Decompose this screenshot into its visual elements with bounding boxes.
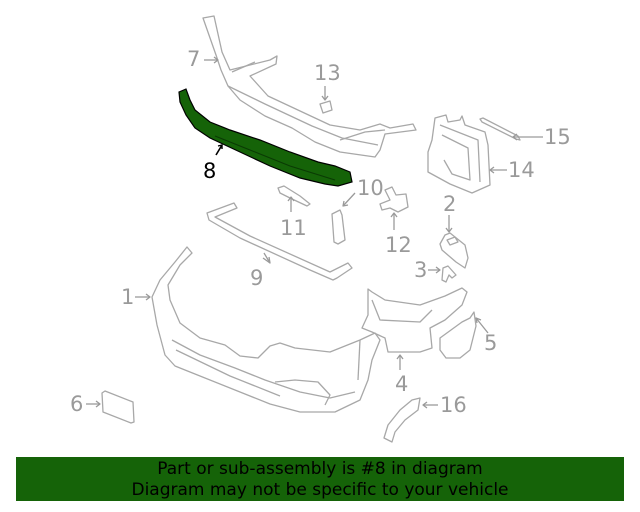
part-5-bracket[interactable] [439,311,477,359]
banner-line-disclaimer: Diagram may not be specific to your vehi… [131,480,509,500]
part-15-strip[interactable] [479,117,521,141]
part-info-banner: Part or sub-assembly is #8 in diagram Di… [16,457,624,501]
part-11-bracket[interactable] [277,185,311,207]
banner-line-part: Part or sub-assembly is #8 in diagram [157,459,483,479]
callout-16[interactable]: 16 [440,393,467,417]
callout-12[interactable]: 12 [385,233,412,257]
callout-11[interactable]: 11 [280,216,307,240]
callout-3[interactable]: 3 [414,258,428,282]
part-10-bracket[interactable] [331,209,346,245]
part-2-grille[interactable] [439,232,469,269]
part-4-carrier[interactable] [361,287,468,353]
callout-1[interactable]: 1 [121,285,135,309]
part-16-liner[interactable] [383,397,421,443]
callout-10[interactable]: 10 [357,176,384,200]
part-7-reinforcement[interactable] [202,15,417,158]
part-13-clip[interactable] [319,100,333,114]
part-9-absorber[interactable] [206,202,353,281]
callout-13[interactable]: 13 [314,61,341,85]
callout-7[interactable]: 7 [187,47,201,71]
part-14-bracket[interactable] [427,114,491,194]
callout-15[interactable]: 15 [544,125,571,149]
part-12-bracket[interactable] [379,186,409,213]
callout-5[interactable]: 5 [484,331,498,355]
callout-2[interactable]: 2 [443,192,457,216]
part-3-clip[interactable] [441,265,457,283]
callout-4[interactable]: 4 [395,372,409,396]
callout-8[interactable]: 8 [203,159,217,183]
callout-6[interactable]: 6 [70,392,84,416]
part-1-bumper-cover[interactable] [151,246,381,413]
part-6-plate[interactable] [101,390,135,424]
callout-14[interactable]: 14 [508,158,535,182]
part-8-highlighted[interactable] [178,88,353,187]
leader-lines [86,56,543,409]
callout-9[interactable]: 9 [250,266,264,290]
